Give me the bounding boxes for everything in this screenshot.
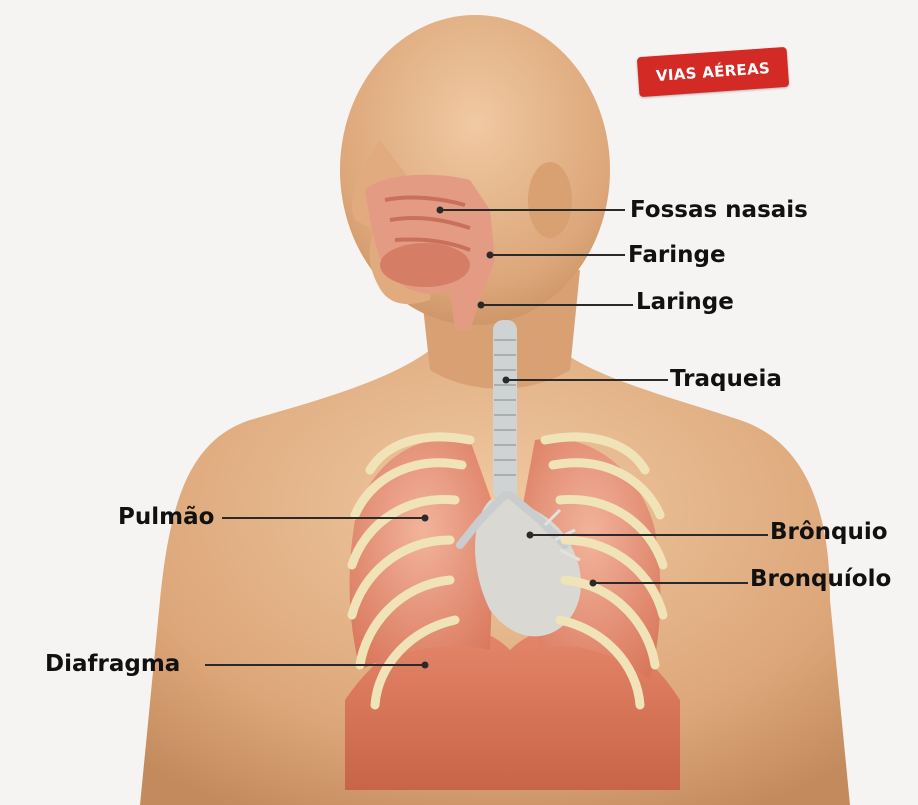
label-bronquiolo: Bronquíolo xyxy=(750,566,891,592)
label-laringe: Laringe xyxy=(636,289,734,315)
trachea xyxy=(493,320,517,500)
tongue xyxy=(380,243,470,287)
ear xyxy=(528,162,572,238)
label-faringe: Faringe xyxy=(628,242,726,268)
label-bronquio: Brônquio xyxy=(770,519,888,545)
label-diafragma: Diafragma xyxy=(45,651,180,677)
label-pulmao: Pulmão xyxy=(118,504,214,530)
label-traqueia: Traqueia xyxy=(670,366,782,392)
label-fossas-nasais: Fossas nasais xyxy=(630,197,808,223)
